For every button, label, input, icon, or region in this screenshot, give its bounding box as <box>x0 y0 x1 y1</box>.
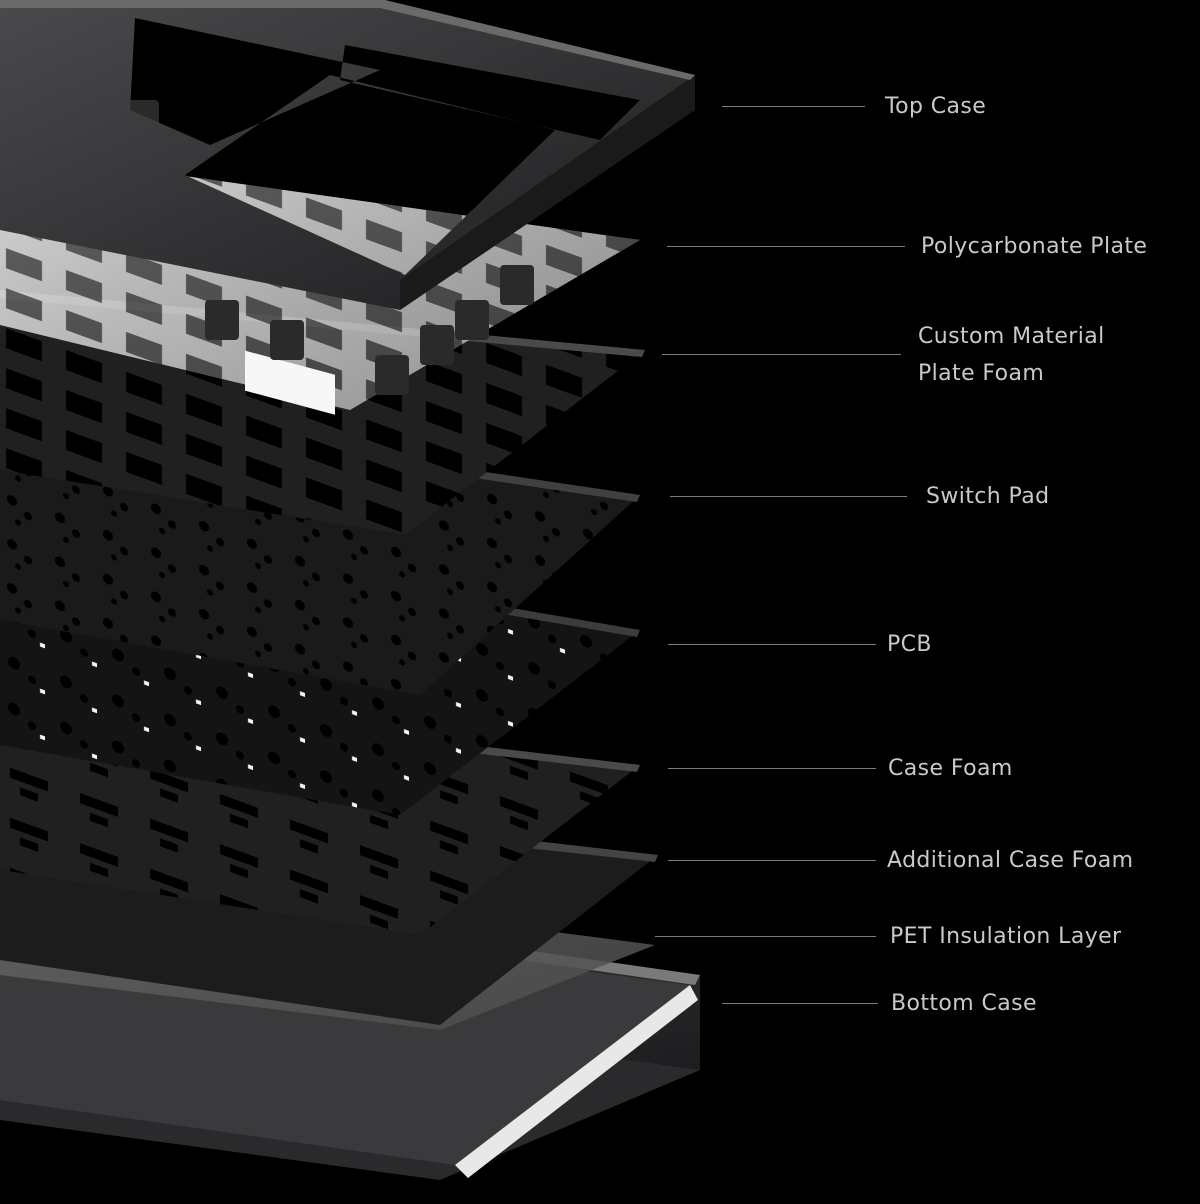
leader-line <box>662 354 901 355</box>
leader-line <box>655 936 876 937</box>
leader-line <box>668 860 876 861</box>
leader-line <box>722 106 865 107</box>
top-case-layer <box>0 0 695 310</box>
leader-line <box>670 496 907 497</box>
label-pet-insulation: PET Insulation Layer <box>890 924 1122 949</box>
leader-line <box>668 644 876 645</box>
label-polycarbonate-plate: Polycarbonate Plate <box>921 234 1148 259</box>
label-top-case: Top Case <box>885 94 987 119</box>
label-switch-pad: Switch Pad <box>926 484 1050 509</box>
leader-line <box>668 768 876 769</box>
leader-line <box>722 1003 878 1004</box>
leader-line <box>667 246 905 247</box>
label-additional-case-foam: Additional Case Foam <box>887 848 1134 873</box>
label-pcb: PCB <box>887 632 932 657</box>
label-plate-foam: Custom Material Plate Foam <box>918 324 1105 386</box>
label-bottom-case: Bottom Case <box>891 991 1037 1016</box>
label-case-foam: Case Foam <box>888 756 1013 781</box>
